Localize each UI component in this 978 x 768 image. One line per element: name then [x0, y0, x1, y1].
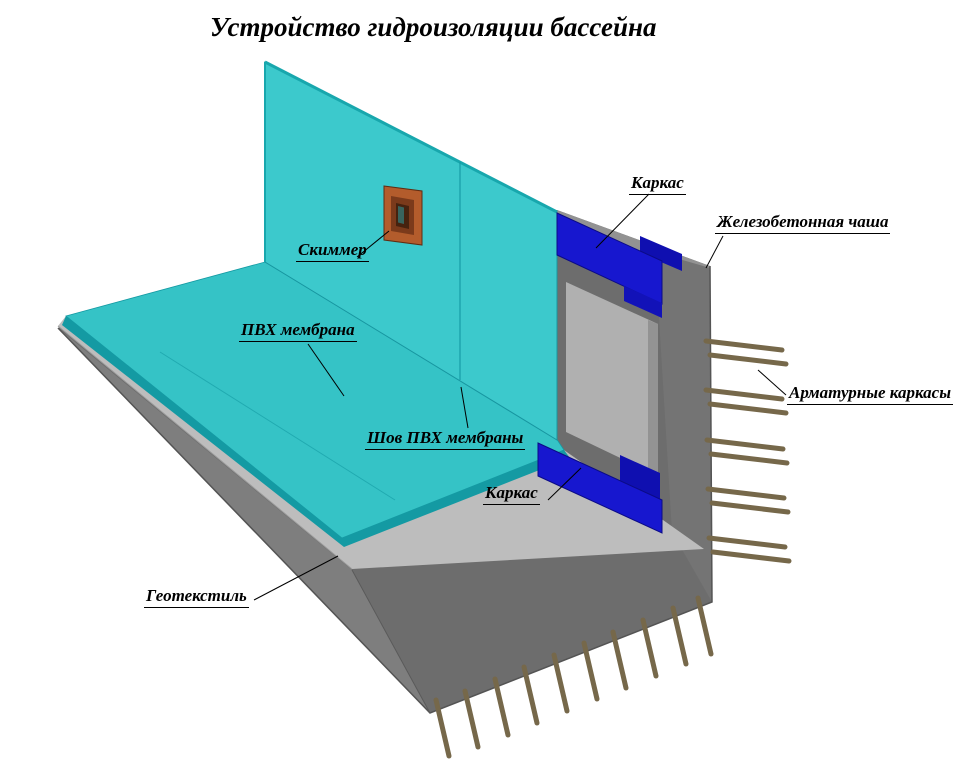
pvc-floor-seam-line: [159, 351, 396, 501]
diagram-title: Устройство гидроизоляции бассейна: [210, 12, 657, 42]
rebar-rod: [670, 605, 689, 667]
label-skimmer: Скиммер: [296, 240, 369, 262]
label-frame-bottom: Каркас: [483, 483, 540, 505]
frame-bottom-lip: [620, 455, 660, 500]
frame-top-element: [556, 212, 682, 318]
pvc-wall-top-edge: [264, 60, 558, 214]
rebar-rod: [462, 688, 481, 750]
pvc-floor-surface: [65, 261, 565, 539]
leader-frame-top: [595, 193, 650, 249]
label-rebar-cages: Арматурные каркасы: [787, 383, 954, 405]
pvc-membrane-floor: [62, 261, 570, 547]
label-pvc-membrane: ПВХ мембрана: [239, 320, 357, 342]
rebar-rod: [703, 338, 785, 353]
frame-top-flange: [640, 236, 682, 271]
rebar-rod: [640, 617, 659, 679]
inner-panel-face: [566, 282, 658, 476]
inner-panel-shade: [648, 320, 658, 476]
concrete-corner-edge: [351, 569, 431, 714]
rebar-rod: [433, 697, 452, 759]
rebar-rod: [695, 595, 714, 657]
leader-frame-bottom: [547, 467, 582, 501]
leader-concrete-bowl: [705, 235, 724, 269]
rebar-rod: [707, 401, 789, 416]
pvc-membrane-wall: [264, 60, 558, 441]
concrete-outer-edges: [57, 265, 713, 714]
leader-lines: [253, 193, 787, 601]
rebar-rod: [709, 500, 791, 515]
leader-rebar-cages: [757, 369, 787, 396]
rebar-rod: [551, 652, 570, 714]
rebar-rod: [492, 676, 511, 738]
rebar-rod: [610, 629, 629, 691]
rebar-rod: [521, 664, 540, 726]
skimmer-reflection: [398, 206, 404, 224]
geotextile-layer: [57, 316, 704, 570]
leader-pvc-seam: [460, 386, 469, 429]
rebar-rod: [707, 352, 789, 367]
frame-top-step: [624, 286, 662, 318]
leader-geotextile: [253, 555, 339, 601]
skimmer-unit: [383, 185, 423, 246]
label-geotextile: Геотекстиль: [144, 586, 249, 608]
rebar-rod: [703, 387, 785, 402]
geotextile-edge: [57, 325, 353, 570]
frame-bottom-element: [537, 442, 663, 534]
leader-pvc-membrane: [307, 343, 345, 397]
rebar-rods: [433, 338, 792, 759]
rebar-rod: [708, 451, 790, 466]
rebar-rod: [704, 437, 786, 452]
rebar-rod: [705, 486, 787, 501]
label-frame-top: Каркас: [629, 173, 686, 195]
concrete-inner-panel: [566, 282, 658, 476]
label-concrete-bowl: Железобетонная чаша: [715, 212, 891, 234]
rebar-rod: [710, 549, 792, 564]
rebar-rod: [706, 535, 788, 550]
rebar-rod: [581, 640, 600, 702]
label-pvc-seam: Шов ПВХ мембраны: [365, 428, 526, 450]
geotextile-band: [58, 316, 704, 569]
frame-bottom-band: [537, 442, 663, 534]
leader-skimmer: [356, 230, 390, 258]
concrete-wall-right-face: [655, 252, 712, 602]
